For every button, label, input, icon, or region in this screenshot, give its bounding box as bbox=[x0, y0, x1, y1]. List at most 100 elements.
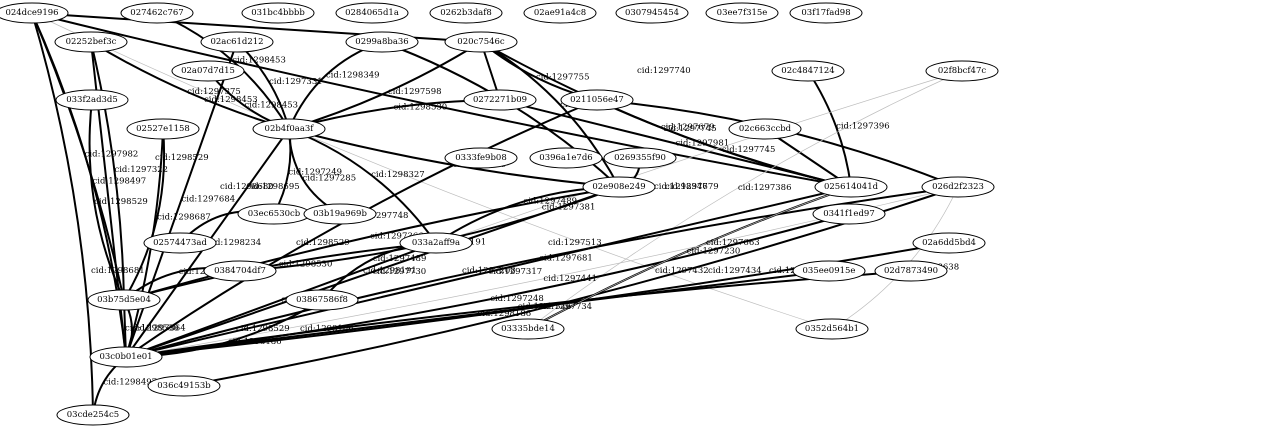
node-02a6dd5bd4[interactable]: 02a6dd5bd4 bbox=[912, 232, 986, 254]
edge-label: cid:1297248 bbox=[490, 294, 544, 304]
node-02e908e249[interactable]: 02e908e249 bbox=[582, 176, 656, 198]
node-0307945454[interactable]: 0307945454 bbox=[615, 2, 689, 24]
node-0269355f90[interactable]: 0269355f90 bbox=[603, 147, 677, 169]
node-label: 0307945454 bbox=[625, 8, 679, 18]
node-025614041d[interactable]: 025614041d bbox=[814, 176, 888, 198]
node-shape bbox=[615, 2, 689, 24]
edge-label: cid:1298186 bbox=[478, 309, 532, 319]
node-label: 024dce9196 bbox=[5, 8, 58, 18]
node-03b19a969b[interactable]: 03b19a969b bbox=[303, 203, 377, 225]
node-035ee0915e[interactable]: 035ee0915e bbox=[792, 260, 866, 282]
node-shape bbox=[925, 60, 999, 82]
node-0341f1ed97[interactable]: 0341f1ed97 bbox=[812, 203, 886, 225]
node-0211056e47[interactable]: 0211056e47 bbox=[560, 89, 634, 111]
node-02d7873490[interactable]: 02d7873490 bbox=[874, 260, 948, 282]
node-027462c767[interactable]: 027462c767 bbox=[120, 2, 194, 24]
node-0396a1e7d6[interactable]: 0396a1e7d6 bbox=[529, 147, 603, 169]
edge-label: cid:1297663 bbox=[706, 238, 760, 248]
node-02f8bcf47c[interactable]: 02f8bcf47c bbox=[925, 60, 999, 82]
node-label: 02ac61d212 bbox=[210, 37, 263, 47]
node-label: 0384704df7 bbox=[214, 266, 266, 276]
node-02ae91a4c8[interactable]: 02ae91a4c8 bbox=[523, 2, 597, 24]
edge-label: cid:1298327 bbox=[371, 170, 425, 180]
node-shape bbox=[874, 260, 948, 282]
node-02252bef3c[interactable]: 02252bef3c bbox=[54, 31, 128, 53]
edge-label: cid:1298191 bbox=[363, 266, 417, 276]
edge-label: cid:1297366 bbox=[370, 232, 424, 242]
edge-label: cid:1298529 bbox=[94, 197, 148, 207]
node-03335bde14[interactable]: 03335bde14 bbox=[491, 318, 565, 340]
edge-033a2aff9a-03c0b01e01 bbox=[125, 242, 437, 358]
node-label: 03b19a969b bbox=[313, 209, 367, 219]
edge-02c4847124-025614041d bbox=[807, 70, 852, 188]
edge-label: cid:1298529 bbox=[155, 153, 209, 163]
node-03ee7f315e[interactable]: 03ee7f315e bbox=[705, 2, 779, 24]
node-02a07d7d15[interactable]: 02a07d7d15 bbox=[171, 60, 245, 82]
node-label: 02e908e249 bbox=[592, 182, 645, 192]
node-02c4847124[interactable]: 02c4847124 bbox=[771, 60, 845, 82]
node-03c0b01e01[interactable]: 03c0b01e01 bbox=[89, 346, 163, 368]
edge-label: cid:1297230 bbox=[687, 247, 741, 257]
node-0333fe9b08[interactable]: 0333fe9b08 bbox=[444, 147, 518, 169]
node-label: 03ee7f315e bbox=[717, 8, 768, 18]
edge-label: cid:1297513 bbox=[548, 238, 602, 248]
edge-label: cid:1297745 bbox=[722, 145, 776, 155]
node-0284065d1a[interactable]: 0284065d1a bbox=[335, 2, 409, 24]
edge-label: cid:1297681 bbox=[539, 253, 593, 263]
edge-label: cid:1298497 bbox=[103, 378, 157, 388]
node-036c49153b[interactable]: 036c49153b bbox=[147, 375, 221, 397]
node-shape bbox=[303, 203, 377, 225]
edge-03335bde14-025614041d bbox=[527, 186, 852, 330]
node-033a2aff9a[interactable]: 033a2aff9a bbox=[399, 232, 473, 254]
node-03b75d5e04[interactable]: 03b75d5e04 bbox=[87, 289, 161, 311]
node-02b4f0aa3f[interactable]: 02b4f0aa3f bbox=[252, 118, 326, 140]
edge-02252bef3c-03c0b01e01 bbox=[90, 41, 127, 358]
node-0384704df7[interactable]: 0384704df7 bbox=[203, 260, 277, 282]
node-02574473ad[interactable]: 02574473ad bbox=[143, 232, 217, 254]
edge-label: cid:1297730 bbox=[373, 267, 427, 277]
node-02c663ccbd[interactable]: 02c663ccbd bbox=[728, 118, 802, 140]
node-033f2ad3d5[interactable]: 033f2ad3d5 bbox=[55, 89, 129, 111]
node-026d2f2323[interactable]: 026d2f2323 bbox=[921, 176, 995, 198]
node-label: 03f17fad98 bbox=[801, 8, 850, 18]
edge-label: cid:1297745 bbox=[663, 124, 717, 134]
node-02ac61d212[interactable]: 02ac61d212 bbox=[200, 31, 274, 53]
node-03ec6530cb[interactable]: 03ec6530cb bbox=[237, 203, 311, 225]
node-label: 03b75d5e04 bbox=[97, 295, 151, 305]
node-shape bbox=[912, 232, 986, 254]
node-shape bbox=[147, 375, 221, 397]
node-024dce9196[interactable]: 024dce9196 bbox=[0, 2, 69, 24]
node-label: 0284065d1a bbox=[345, 8, 399, 18]
edge-label: cid:1298186 bbox=[300, 324, 354, 334]
node-label: 026d2f2323 bbox=[932, 182, 984, 192]
node-label: 033a2aff9a bbox=[412, 238, 460, 248]
node-0272271b09[interactable]: 0272271b09 bbox=[463, 89, 537, 111]
node-shape bbox=[399, 232, 473, 254]
edge-label: cid:1297331 bbox=[269, 77, 323, 87]
edge-024dce9196-020c7546c bbox=[31, 12, 482, 43]
node-label: 025614041d bbox=[824, 182, 879, 192]
node-0352d564b1[interactable]: 0352d564b1 bbox=[795, 318, 869, 340]
edge-label: cid:1297748 bbox=[355, 211, 409, 221]
edge-02e908e249-03b75d5e04 bbox=[123, 186, 620, 301]
edge-025614041d-03c0b01e01 bbox=[125, 186, 852, 358]
edge-label: cid:1298530 bbox=[394, 103, 448, 113]
edge-label: cid:1298497 bbox=[93, 176, 147, 186]
node-shape bbox=[812, 203, 886, 225]
node-0262b3daf8[interactable]: 0262b3daf8 bbox=[429, 2, 503, 24]
node-03cde254c5[interactable]: 03cde254c5 bbox=[56, 404, 130, 426]
edge-035ee0915e-03c0b01e01 bbox=[125, 270, 830, 358]
node-031bc4bbbb[interactable]: 031bc4bbbb bbox=[241, 2, 315, 24]
node-02527e1158[interactable]: 02527e1158 bbox=[126, 118, 200, 140]
node-03f17fad98[interactable]: 03f17fad98 bbox=[789, 2, 863, 24]
edge-label: cid:1298349 bbox=[326, 70, 380, 80]
node-shape bbox=[444, 147, 518, 169]
node-label: 0262b3daf8 bbox=[440, 8, 492, 18]
edge-label: cid:1298347 bbox=[654, 182, 708, 192]
node-shape bbox=[795, 318, 869, 340]
node-03867586f8[interactable]: 03867586f8 bbox=[285, 289, 359, 311]
node-label: 03cde254c5 bbox=[67, 410, 119, 420]
node-shape bbox=[771, 60, 845, 82]
node-020c7546c[interactable]: 020c7546c bbox=[444, 31, 518, 53]
node-0299a8ba36[interactable]: 0299a8ba36 bbox=[345, 31, 419, 53]
